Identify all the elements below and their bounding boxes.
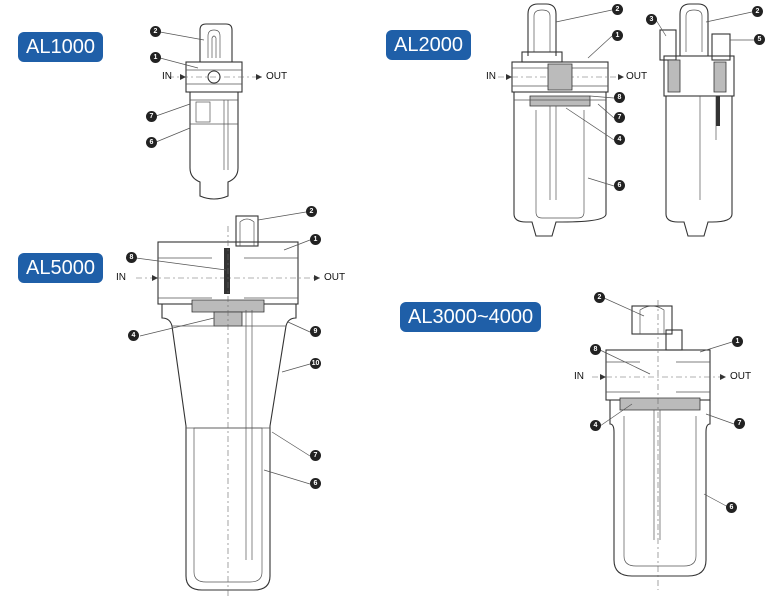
callout-al5000-10: 10 [310, 358, 321, 369]
callout-al1000-1: 1 [150, 52, 161, 63]
al3000-in-label: IN [574, 371, 584, 382]
callout-al2000-side-2: 2 [752, 6, 763, 17]
al2000-in-label: IN [486, 71, 496, 82]
callout-al5000-8: 8 [126, 252, 137, 263]
callout-al1000-7: 7 [146, 111, 157, 122]
callout-al2000-2: 2 [612, 4, 623, 15]
callout-al3000-1: 1 [732, 336, 743, 347]
al1000-in-label: IN [162, 71, 172, 82]
al3000-out-label: OUT [730, 371, 752, 382]
callout-al5000-6: 6 [310, 478, 321, 489]
callout-al3000-7: 7 [734, 418, 745, 429]
callout-al2000-3: 3 [646, 14, 657, 25]
callout-al5000-4: 4 [128, 330, 139, 341]
al2000-out-label: OUT [626, 71, 648, 82]
model-badge-al2000: AL2000 [386, 30, 471, 60]
callout-al2000-8: 8 [614, 92, 625, 103]
model-badge-al1000: AL1000 [18, 32, 103, 62]
al1000-drawing [155, 23, 262, 200]
al5000-drawing [135, 211, 320, 596]
callout-al3000-6: 6 [726, 502, 737, 513]
al3000-drawing [592, 297, 735, 590]
callout-al2000-7: 7 [614, 112, 625, 123]
callout-al5000-2: 2 [306, 206, 317, 217]
al2000-drawing [498, 3, 754, 237]
callout-al5000-7: 7 [310, 450, 321, 461]
callout-al3000-8: 8 [590, 344, 601, 355]
al1000-out-label: OUT [266, 71, 288, 82]
model-badge-al3000-4000: AL3000~4000 [400, 302, 542, 332]
callout-al5000-9: 9 [310, 326, 321, 337]
callout-al2000-5: 5 [754, 34, 765, 45]
model-badge-al5000: AL5000 [18, 253, 103, 283]
callout-al1000-2: 2 [150, 26, 161, 37]
callout-al2000-6: 6 [614, 180, 625, 191]
callout-al5000-1: 1 [310, 234, 321, 245]
al5000-out-label: OUT [324, 272, 346, 283]
callout-al2000-4: 4 [614, 134, 625, 145]
callout-al3000-2: 2 [594, 292, 605, 303]
callout-al3000-4: 4 [590, 420, 601, 431]
callout-al2000-1: 1 [612, 30, 623, 41]
al5000-in-label: IN [116, 272, 126, 283]
callout-al1000-6: 6 [146, 137, 157, 148]
